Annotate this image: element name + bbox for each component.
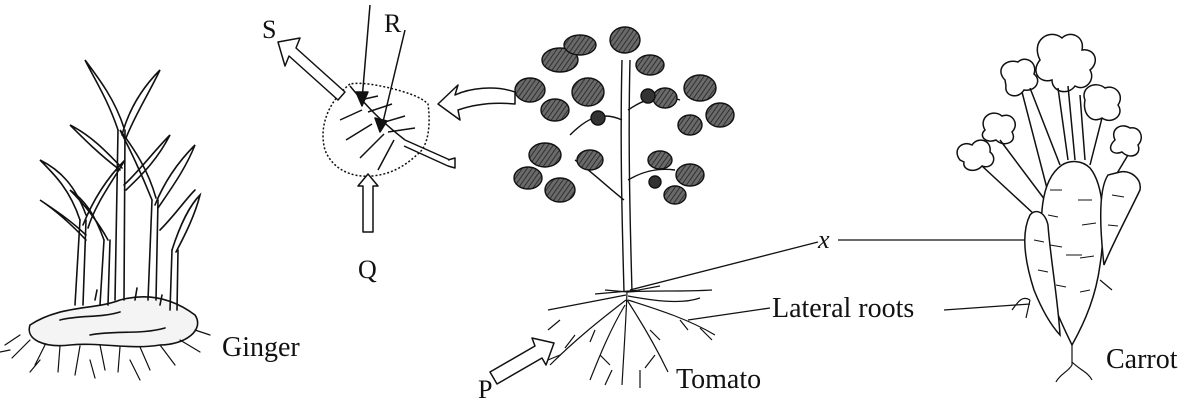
tomato-label: Tomato [676, 364, 761, 395]
ginger-leaf [40, 160, 86, 220]
label-s: S [262, 15, 276, 44]
ginger-plant [0, 60, 210, 380]
ginger-rhizome [29, 297, 197, 347]
carrot-foliage [957, 34, 1141, 170]
tomato-leaf-cluster-top [515, 27, 734, 135]
lateral-roots-pointer-tomato [688, 308, 770, 320]
arrow-p [490, 338, 554, 384]
ginger-stem-5 [100, 240, 110, 305]
tomato-leaf-cluster-bottom [514, 143, 704, 204]
lateral-roots-pointer-carrot [944, 304, 1030, 310]
leaf-detail [278, 5, 515, 232]
tomato-plant [514, 27, 734, 388]
label-p: P [478, 375, 492, 401]
carrot-label: Carrot [1106, 344, 1178, 375]
ginger-stem-2 [115, 130, 125, 300]
tomato-stem [621, 60, 632, 292]
carrot-root-right [1101, 172, 1140, 265]
arrow-tomato-to-leaf [438, 85, 515, 120]
arrow-s [278, 38, 345, 100]
label-q: Q [358, 255, 377, 284]
lateral-roots-label: Lateral roots [772, 293, 914, 324]
label-x: x [817, 225, 830, 254]
x-pointer-line-tomato [630, 242, 818, 290]
label-r: R [384, 9, 402, 38]
carrot-plant [957, 34, 1141, 382]
ginger-label: Ginger [222, 332, 300, 363]
arrow-q [358, 174, 378, 232]
tomato-fruit [591, 111, 605, 125]
ginger-stem-3 [148, 200, 158, 300]
